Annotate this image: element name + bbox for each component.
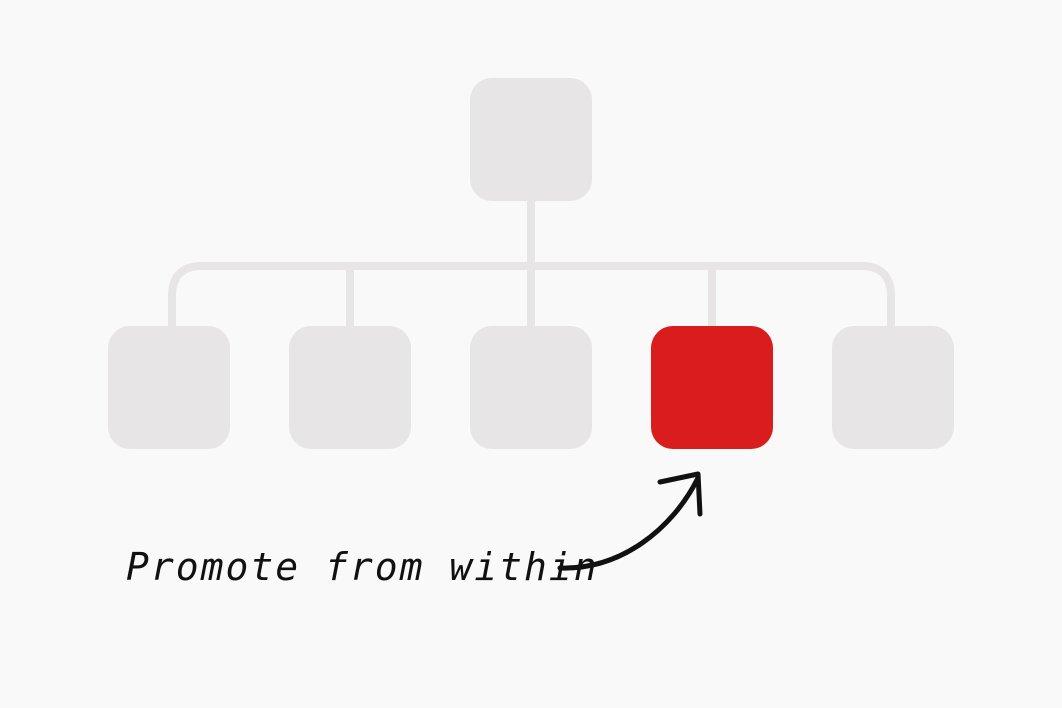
- org-nodes: [108, 78, 954, 449]
- curved-arrow-icon: [557, 471, 703, 571]
- child-node-3: [470, 326, 592, 449]
- connector-lines: [168, 196, 895, 332]
- root-node: [470, 78, 592, 201]
- annotation-label: Promote from within: [126, 545, 599, 589]
- highlighted-node: [651, 326, 773, 449]
- child-node-5: [832, 326, 954, 449]
- annotation: Promote from within: [126, 471, 703, 589]
- child-node-2: [289, 326, 411, 449]
- child-node-1: [108, 326, 230, 449]
